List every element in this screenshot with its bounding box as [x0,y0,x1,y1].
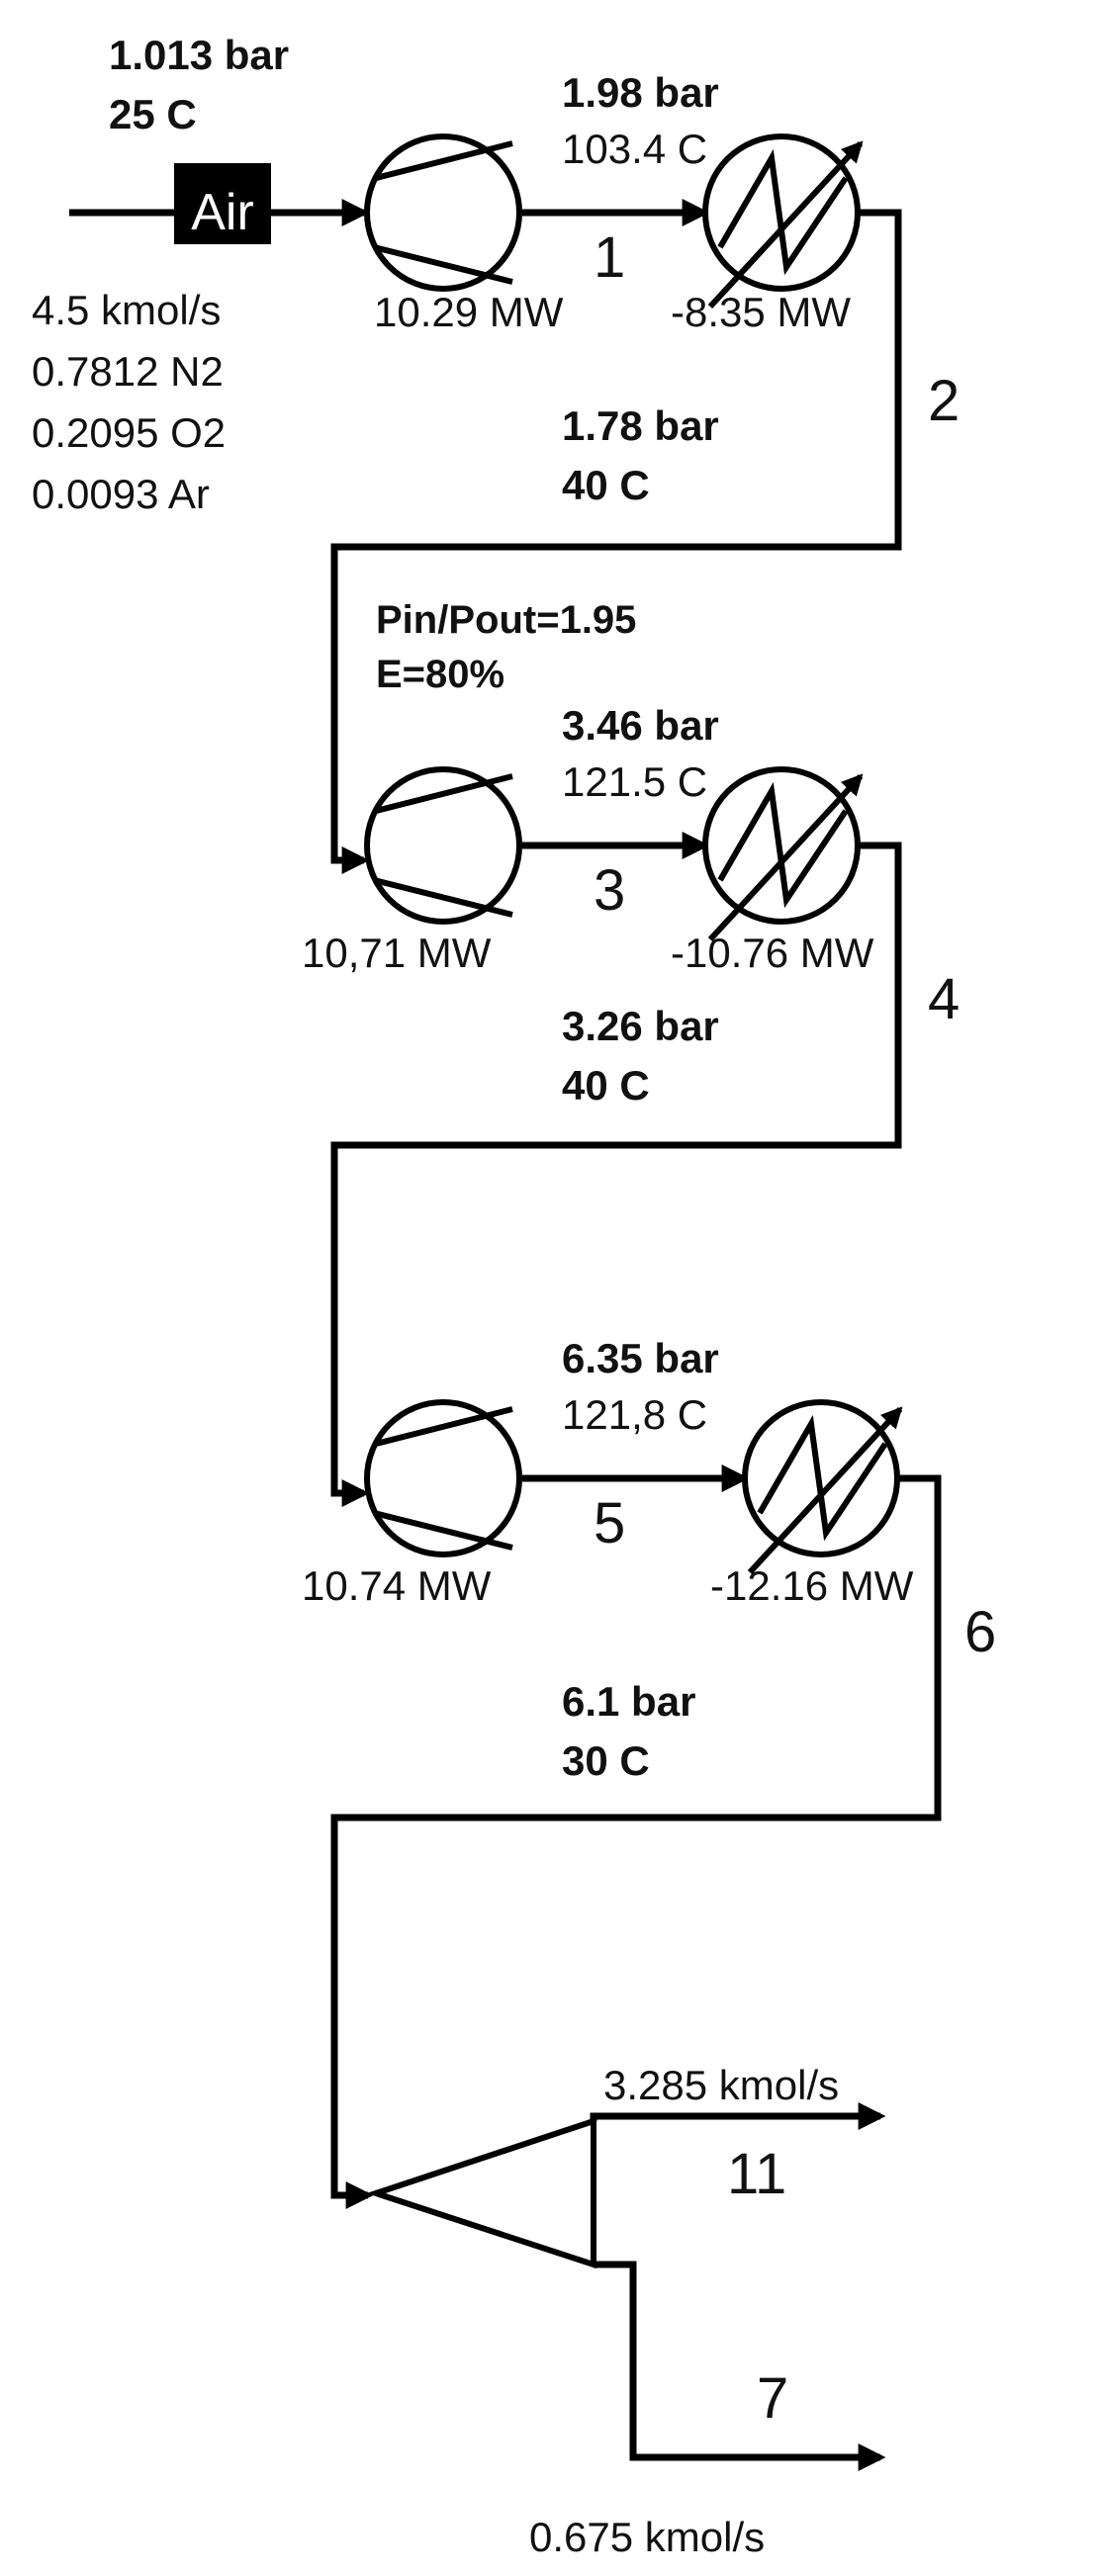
stream-7-flow: 0.675 kmol/s [529,2514,765,2560]
pressure-ratio-spec: Pin/Pout=1.95 [376,598,636,642]
stream-7-label: 7 [757,2366,788,2431]
stream-2-temperature: 40 C [562,462,650,508]
air-feed-label: Air [191,184,254,241]
stream-2-label: 2 [928,369,960,433]
stream-11-label: 11 [727,2142,786,2206]
cooler-3-duty: -12.16 MW [710,1562,914,1609]
stream-1-label: 1 [594,225,625,290]
stream-2-pressure: 1.78 bar [562,402,719,449]
stream-3-temperature: 121.5 C [562,758,707,805]
compressor-2-power: 10,71 MW [302,930,492,976]
stream-2-pipe [330,209,902,874]
compressor-1-power: 10.29 MW [374,289,564,335]
splitter[interactable] [366,2116,596,2269]
stream-1-temperature: 103.4 C [562,126,707,172]
cooler-2-duty: -10.76 MW [671,930,874,976]
stream-3-pressure: 3.46 bar [562,702,719,749]
stream-4-label: 4 [928,967,960,1031]
inlet-ar-fraction: 0.0093 Ar [32,471,210,517]
stream-4-temperature: 40 C [562,1062,650,1109]
stream-6-label: 6 [964,1600,996,1664]
stream-6-pipe [330,1474,942,2209]
stream-3-label: 3 [594,858,625,923]
stream-4-pressure: 3.26 bar [562,1003,719,1049]
stream-6-pressure: 6.1 bar [562,1678,695,1725]
air-feed-block[interactable]: Air [174,163,271,244]
inlet-flow: 4.5 kmol/s [32,287,221,333]
stream-4-pipe [330,842,902,1507]
compressor-2[interactable] [364,766,522,925]
stream-6-temperature: 30 C [562,1737,650,1784]
stream-1-pressure: 1.98 bar [562,69,719,116]
inlet-pressure: 1.013 bar [109,32,289,78]
stream-11-flow: 3.285 kmol/s [603,2062,839,2108]
cooler-1-duty: -8.35 MW [671,289,851,335]
stream-11-pipe [590,2102,886,2130]
compressor-3-power: 10.74 MW [302,1562,492,1609]
stream-5-temperature: 121,8 C [562,1391,707,1438]
inlet-n2-fraction: 0.7812 N2 [32,348,224,395]
compressor-3[interactable] [364,1399,522,1557]
stream-5-label: 5 [594,1491,625,1555]
stream-7-pipe [594,2261,886,2471]
cooler-3[interactable] [742,1399,903,1575]
compressor-1[interactable] [364,133,522,292]
stream-5-pressure: 6.35 bar [562,1335,719,1381]
cooler-1[interactable] [702,133,864,310]
inlet-temperature: 25 C [109,91,197,137]
inlet-o2-fraction: 0.2095 O2 [32,409,226,456]
cooler-2[interactable] [702,766,864,942]
efficiency-spec: E=80% [376,653,504,696]
